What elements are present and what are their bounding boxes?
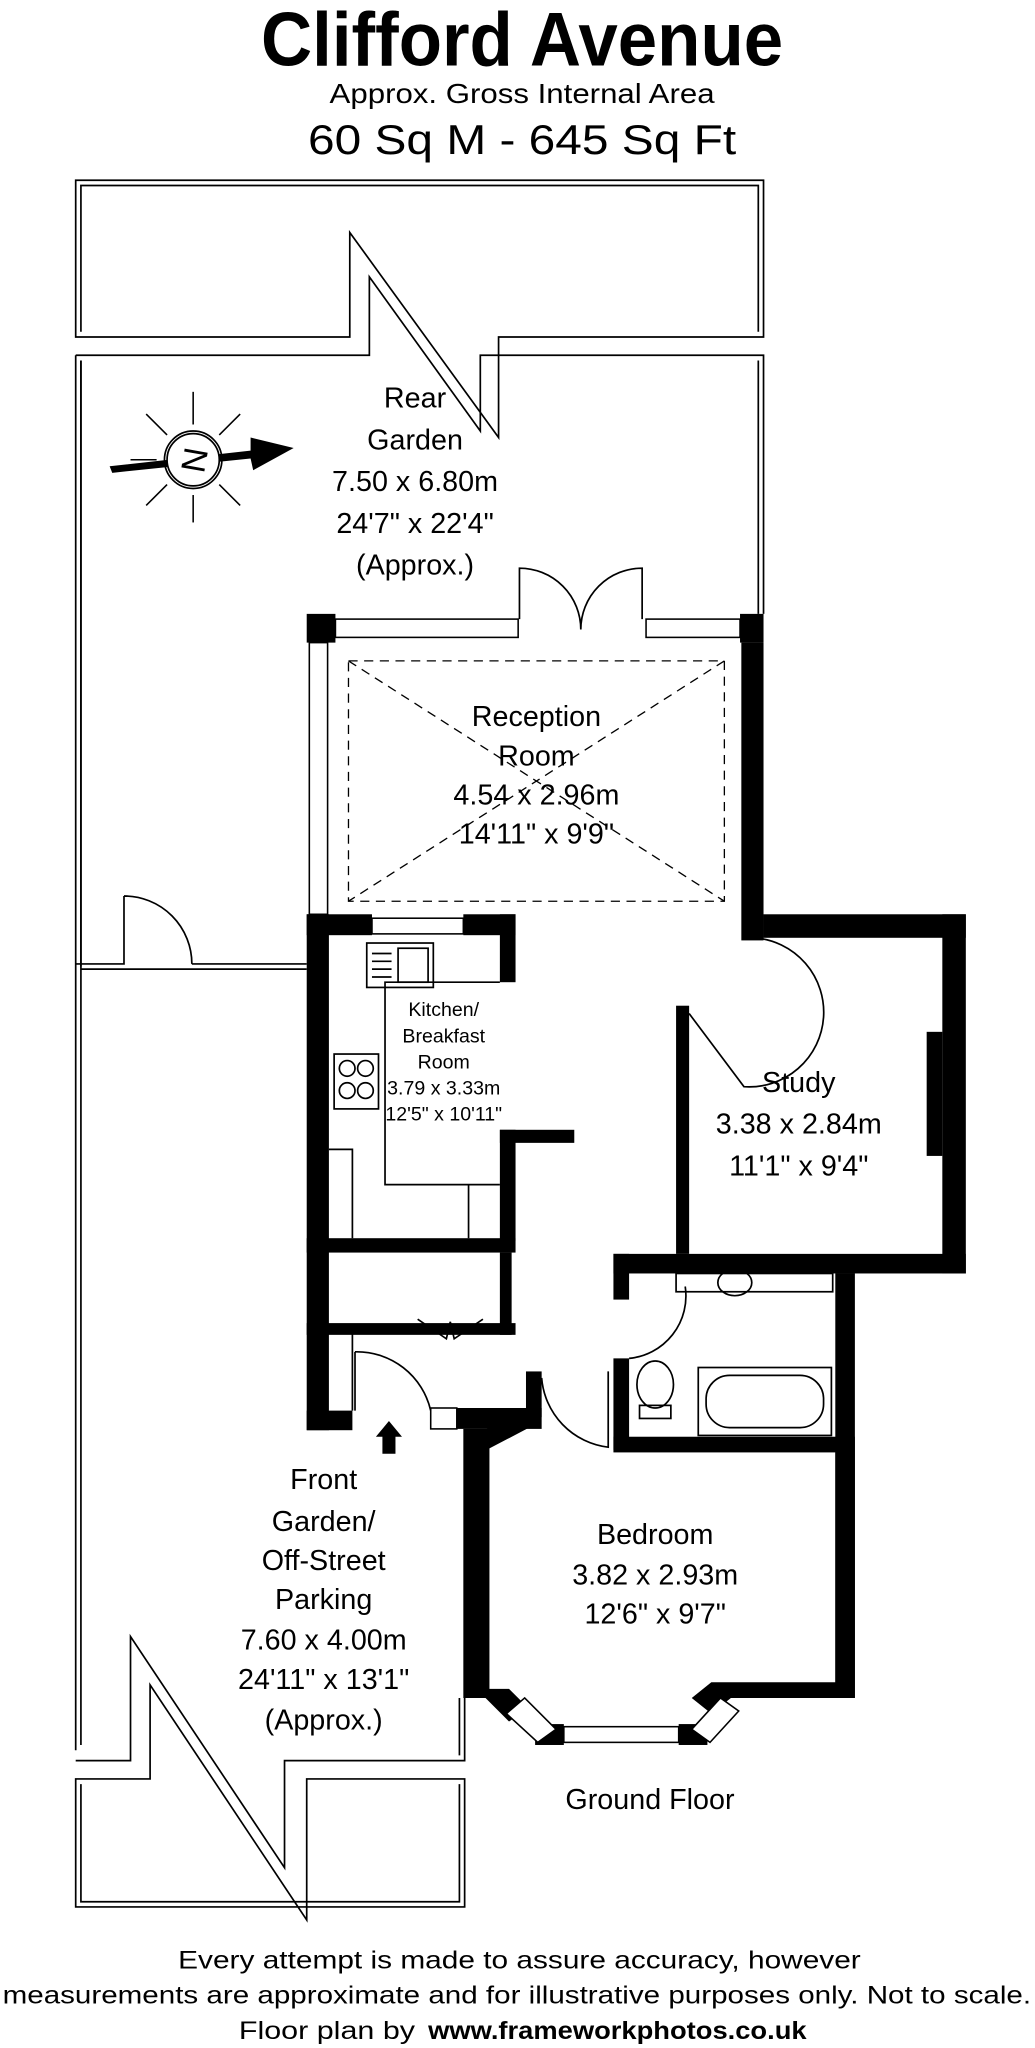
svg-text:14'11" x 9'9": 14'11" x 9'9" (459, 819, 614, 851)
hob-icon (333, 1053, 380, 1110)
study-label: Study 3.38 x 2.84m 11'1" x 9'4" (716, 1067, 882, 1183)
rear-garden-boundary (74, 179, 765, 1751)
svg-text:(Approx.): (Approx.) (265, 1704, 383, 1736)
bedroom-label: Bedroom 3.82 x 2.93m 12'6" x 9'7" (572, 1519, 738, 1631)
svg-text:Parking: Parking (275, 1584, 372, 1616)
svg-text:Front: Front (290, 1464, 357, 1496)
credit-prefix: Floor plan by (239, 2018, 416, 2045)
plan-title: Clifford Avenue (261, 0, 783, 82)
svg-text:4.54 x 2.96m: 4.54 x 2.96m (453, 780, 619, 812)
svg-text:3.79 x 3.33m: 3.79 x 3.33m (387, 1078, 500, 1100)
kitchen-label: Kitchen/ Breakfast Room 3.79 x 3.33m 12'… (385, 999, 502, 1125)
basin-icon (675, 1268, 834, 1297)
svg-text:Off-Street: Off-Street (262, 1545, 386, 1577)
svg-text:12'6" x 9'7": 12'6" x 9'7" (584, 1599, 725, 1631)
plan-subtitle: Approx. Gross Internal Area (330, 78, 716, 109)
reception-ceiling-marker (347, 660, 726, 902)
svg-text:Reception: Reception (472, 701, 601, 733)
svg-text:Garden: Garden (367, 424, 463, 456)
building-walls (306, 567, 966, 1745)
svg-text:Bedroom: Bedroom (597, 1519, 713, 1551)
svg-text:11'1" x 9'4": 11'1" x 9'4" (729, 1151, 868, 1183)
credit-link[interactable]: www.frameworkphotos.co.uk (427, 2018, 807, 2045)
north-compass-icon: N (109, 391, 294, 523)
front-garden-label: Front Garden/ Off-Street Parking 7.60 x … (238, 1464, 409, 1736)
svg-text:3.82 x 2.93m: 3.82 x 2.93m (572, 1559, 738, 1591)
svg-text:12'5" x 10'11": 12'5" x 10'11" (385, 1104, 502, 1126)
svg-text:Room: Room (498, 740, 575, 772)
svg-text:Study: Study (762, 1067, 836, 1099)
toilet-icon (636, 1360, 675, 1420)
svg-text:Garden/: Garden/ (272, 1506, 376, 1538)
side-gate (75, 895, 307, 970)
plan-area: 60 Sq M - 645 Sq Ft (308, 116, 737, 163)
disclaimer-line-1: Every attempt is made to assure accuracy… (178, 1947, 861, 1974)
kitchen-counter (328, 981, 500, 1239)
svg-text:3.38 x 2.84m: 3.38 x 2.84m (716, 1109, 882, 1141)
svg-text:Rear: Rear (384, 383, 447, 415)
kitchen-sink-icon (365, 942, 435, 989)
svg-text:(Approx.): (Approx.) (356, 550, 474, 582)
front-garden-boundary (74, 1613, 466, 1923)
svg-text:Kitchen/: Kitchen/ (408, 999, 479, 1021)
svg-text:7.60 x 4.00m: 7.60 x 4.00m (241, 1625, 407, 1657)
svg-text:Breakfast: Breakfast (402, 1025, 485, 1047)
bath-icon (697, 1366, 833, 1437)
interior-doors (328, 936, 825, 1449)
svg-text:7.50 x 6.80m: 7.50 x 6.80m (332, 466, 498, 498)
disclaimer-line-2: measurements are approximate and for ill… (3, 1983, 1031, 2010)
svg-text:Room: Room (418, 1051, 470, 1073)
reception-label: Reception Room 4.54 x 2.96m 14'11" x 9'9… (453, 701, 619, 851)
svg-text:24'11" x 13'1": 24'11" x 13'1" (238, 1664, 409, 1696)
rear-garden-label: Rear Garden 7.50 x 6.80m 24'7" x 22'4" (… (332, 383, 498, 582)
floor-label: Ground Floor (565, 1784, 735, 1816)
svg-text:24'7" x 22'4": 24'7" x 22'4" (336, 508, 493, 540)
entrance-arrow-icon (375, 1421, 402, 1454)
